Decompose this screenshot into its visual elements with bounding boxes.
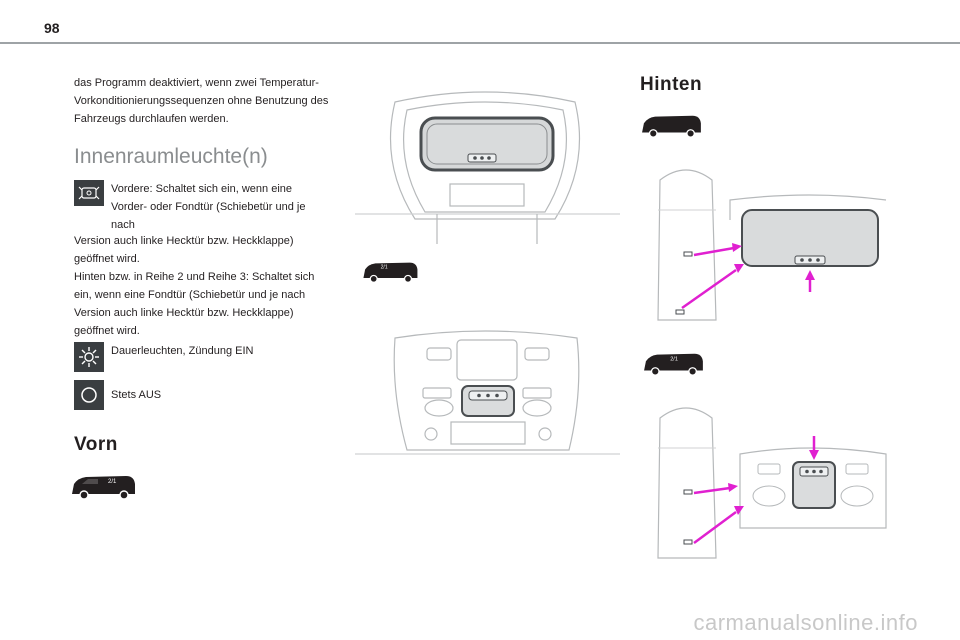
- on-text: Dauerleuchten, Zündung EIN: [111, 345, 254, 357]
- van-icon-rear: [642, 115, 701, 138]
- van-icon: 2/1: [72, 476, 135, 500]
- off-text: Stets AUS: [111, 389, 162, 401]
- door-text-line1: Vordere: Schaltet sich ein, wenn eine: [111, 183, 293, 195]
- rear-text: Hinten bzw. in Reihe 2 und Reihe 3: Scha…: [74, 271, 315, 337]
- van-seat-label: 2/1: [108, 479, 117, 485]
- page-number: 98: [44, 20, 60, 36]
- front-roof-lamp-figure: [355, 91, 620, 244]
- on-row: Dauerleuchten, Zündung EIN: [74, 342, 330, 372]
- van-seat-label-rear: 2/1: [670, 356, 678, 362]
- rear-console-figure: [657, 407, 887, 559]
- door-text-rest: Version auch linke Hecktür bzw. Heckklap…: [74, 235, 294, 265]
- intro-paragraph: das Programm deaktiviert, wenn zwei Temp…: [74, 77, 329, 125]
- off-row: Stets AUS: [74, 380, 330, 410]
- watermark: carmanualsonline.info: [693, 610, 918, 635]
- van-seat-label-middle: 2/1: [381, 265, 388, 271]
- door-open-icon: [74, 180, 104, 206]
- door-text-line2: Vorder- oder Fondtür (Schiebetür und je …: [111, 201, 306, 231]
- van-icon-rear-2: 2/1: [644, 353, 703, 376]
- circle-off-icon: [74, 380, 104, 410]
- front-console-figure: [355, 330, 620, 455]
- van-icon-middle: 2/1: [363, 262, 418, 283]
- section-title: Innenraumleuchte(n): [74, 145, 268, 168]
- sun-light-icon: [74, 342, 104, 372]
- left-column: das Programm deaktiviert, wenn zwei Temp…: [72, 74, 330, 508]
- door-row: Vordere: Schaltet sich ein, wenn eine Vo…: [74, 180, 330, 340]
- vorn-title: Vorn: [74, 434, 118, 455]
- header-rule: [0, 42, 960, 44]
- rear-lamp-figure: [657, 169, 887, 321]
- hinten-title: Hinten: [640, 74, 703, 95]
